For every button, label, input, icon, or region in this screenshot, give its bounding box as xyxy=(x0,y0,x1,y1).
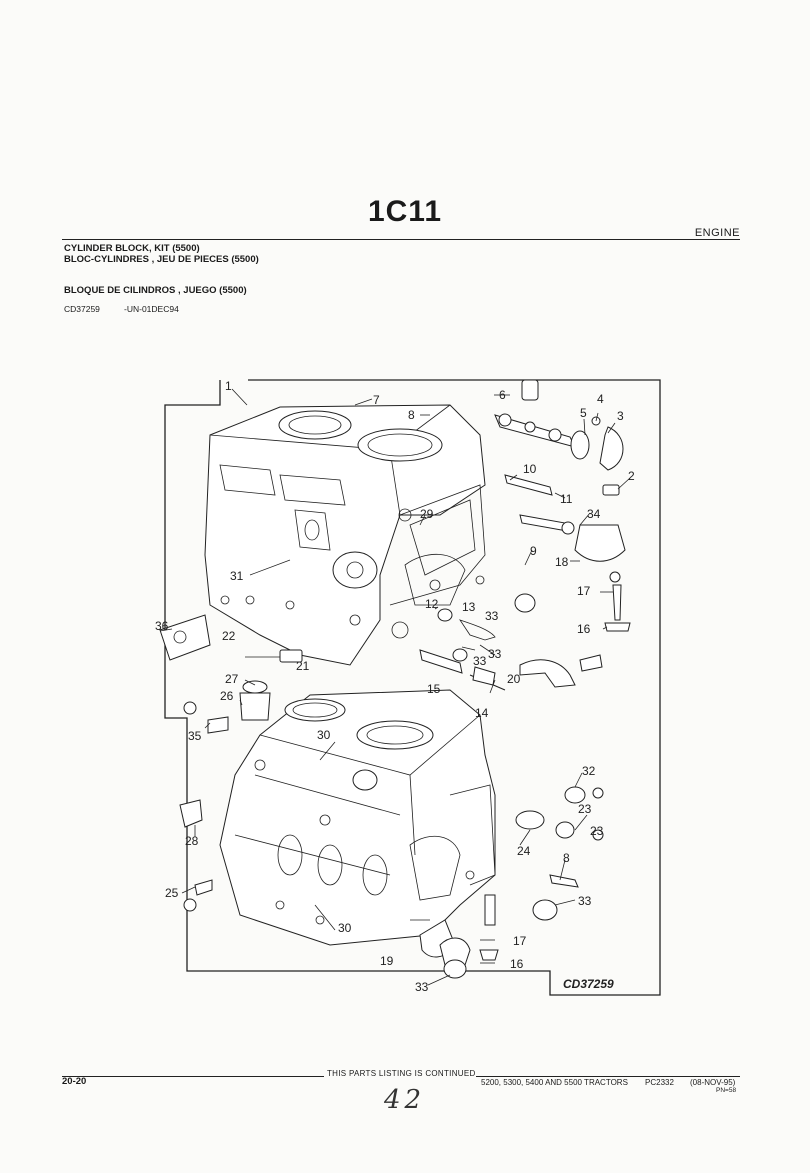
callout-17-lower: 17 xyxy=(513,934,527,948)
callout-22: 22 xyxy=(222,629,236,643)
footer-rule-left xyxy=(62,1076,324,1077)
callout-10: 10 xyxy=(523,462,537,476)
callout-28: 28 xyxy=(185,834,199,848)
callout-5: 5 xyxy=(580,406,587,420)
continued-notice: THIS PARTS LISTING IS CONTINUED xyxy=(327,1069,476,1078)
tractor-models: 5200, 5300, 5400 AND 5500 TRACTORS xyxy=(481,1078,628,1087)
callout-16-upper: 16 xyxy=(577,622,591,636)
callout-2: 2 xyxy=(628,469,635,483)
callout-4: 4 xyxy=(597,392,604,406)
illustration-date: -UN-01DEC94 xyxy=(124,304,179,314)
catalog-date: (08-NOV-95) xyxy=(690,1078,736,1087)
callout-13: 13 xyxy=(462,600,476,614)
callout-35: 35 xyxy=(188,729,202,743)
callout-9: 9 xyxy=(530,544,537,558)
callout-11: 11 xyxy=(560,492,573,506)
callout-36: 36 xyxy=(155,619,169,633)
callout-25: 25 xyxy=(165,886,179,900)
callout-33-mid2: 33 xyxy=(488,647,502,661)
callout-33-lower: 33 xyxy=(415,980,429,994)
catalog-number: PC2332 xyxy=(645,1078,674,1087)
section-code: 1C11 xyxy=(367,195,443,228)
callout-17-upper: 17 xyxy=(577,584,591,598)
handwritten-page-note: 42 xyxy=(384,1085,426,1115)
diagram-watermark-label: CD37259 xyxy=(563,977,614,991)
callout-15: 15 xyxy=(427,682,441,696)
callout-33-upper: 33 xyxy=(485,609,499,623)
callout-12: 12 xyxy=(425,597,439,611)
callout-30-upper: 30 xyxy=(317,728,331,742)
callout-33-right: 33 xyxy=(578,894,592,908)
lower-cylinder-block xyxy=(219,689,496,946)
callout-29: 29 xyxy=(420,507,434,521)
kit-boundary-frame xyxy=(164,379,661,996)
loose-parts-left xyxy=(159,614,303,912)
callout-7: 7 xyxy=(373,393,380,407)
illustration-code: CD37259 xyxy=(64,304,100,314)
callout-21: 21 xyxy=(296,659,310,673)
page-sequence: PN=58 xyxy=(716,1087,737,1094)
title-english: CYLINDER BLOCK, KIT (5500) xyxy=(64,243,200,254)
callout-8-lower: 8 xyxy=(563,851,570,865)
leader-lines xyxy=(159,388,631,986)
callout-20: 20 xyxy=(507,672,521,686)
callout-34: 34 xyxy=(587,507,601,521)
callout-33-mid: 33 xyxy=(473,654,487,668)
page-number: 20-20 xyxy=(62,1076,87,1087)
title-spanish: BLOQUE DE CILINDROS , JUEGO (5500) xyxy=(64,285,247,296)
footer-rule-right xyxy=(476,1076,740,1077)
callout-8-upper: 8 xyxy=(408,408,415,422)
callout-6: 6 xyxy=(499,388,506,402)
callout-23-lower: 23 xyxy=(590,824,604,838)
callout-23: 23 xyxy=(578,802,592,816)
title-french: BLOC-CYLINDRES , JEU DE PIECES (5500) xyxy=(64,254,259,265)
callout-19: 19 xyxy=(380,954,394,968)
loose-parts-right xyxy=(419,593,604,979)
header-rule xyxy=(62,239,740,240)
callout-18: 18 xyxy=(555,555,569,569)
callout-16-lower: 16 xyxy=(510,957,524,971)
callout-31: 31 xyxy=(230,569,244,583)
callout-3: 3 xyxy=(617,409,624,423)
exploded-parts-diagram: 1 2 3 4 5 6 7 8 9 10 11 12 13 14 15 16 1… xyxy=(155,379,661,996)
callout-24: 24 xyxy=(517,844,531,858)
callout-30-lower: 30 xyxy=(338,921,352,935)
callout-labels: 1 2 3 4 5 6 7 8 9 10 11 12 13 14 15 16 1… xyxy=(155,379,635,994)
callout-27: 27 xyxy=(225,672,239,686)
callout-14: 14 xyxy=(475,706,489,720)
callout-32: 32 xyxy=(582,764,596,778)
callout-1: 1 xyxy=(225,379,232,393)
section-name: ENGINE xyxy=(694,227,740,239)
camshaft-assembly xyxy=(494,379,631,632)
upper-cylinder-block xyxy=(204,404,486,666)
callout-26: 26 xyxy=(220,689,234,703)
